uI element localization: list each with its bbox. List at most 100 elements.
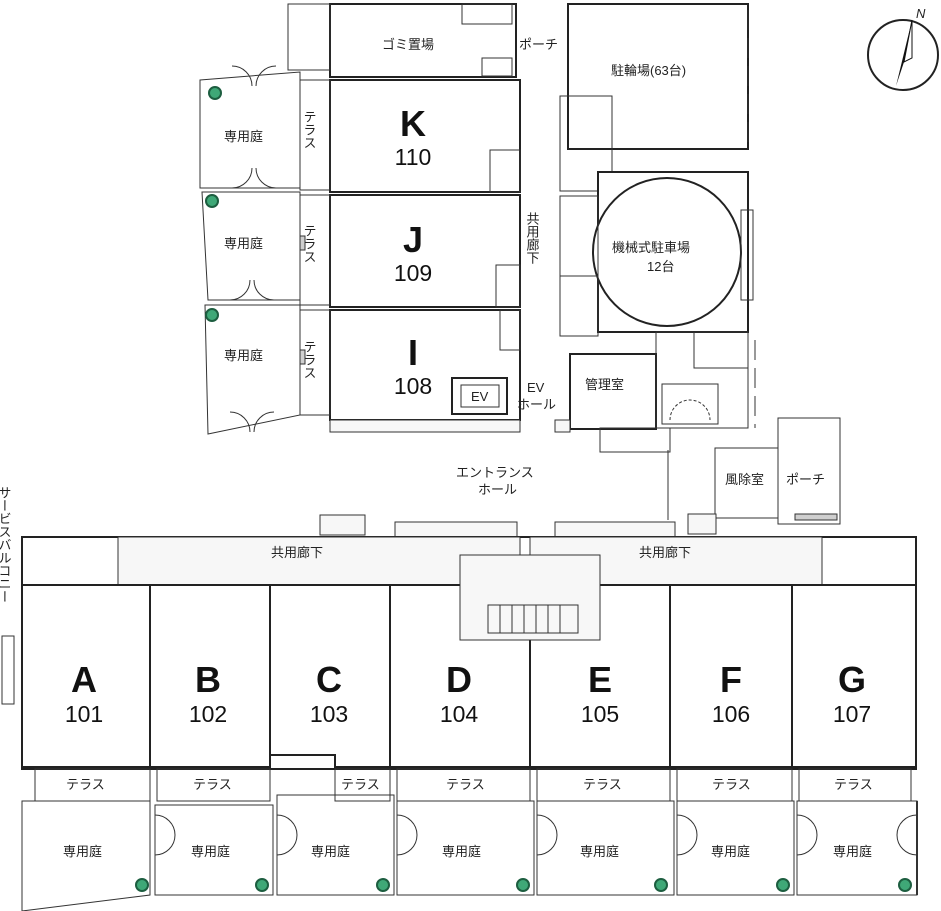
unit-i-letter: I	[408, 332, 418, 373]
garden-k	[199, 71, 301, 189]
plant-icon	[376, 878, 390, 892]
porch-right-label: ポーチ	[786, 472, 825, 487]
garden-label: 専用庭	[224, 129, 263, 144]
lower-block: 共用廊下 共用廊下	[21, 536, 918, 911]
corridor-left	[117, 536, 521, 586]
unit-f-letter: F	[720, 659, 742, 700]
elevator-label: EV	[471, 389, 489, 404]
garden-label: 専用庭	[224, 348, 263, 363]
garden-label: 専用庭	[711, 844, 750, 859]
garden-label: 専用庭	[311, 844, 350, 859]
unit-b-number: 102	[189, 701, 227, 727]
service-balcony-label: サービスバルコニー	[0, 486, 12, 603]
unit-e-number: 105	[581, 701, 619, 727]
garden-label: 専用庭	[224, 236, 263, 251]
garbage-room-label: ゴミ置場	[382, 37, 434, 52]
garden-j	[201, 191, 301, 301]
garden-d	[396, 800, 535, 896]
unit-c-letter: C	[316, 659, 342, 700]
terrace-label: テラス	[446, 777, 485, 792]
unit-b-letter: B	[195, 659, 221, 700]
plant-icon	[654, 878, 668, 892]
unit-b	[149, 584, 271, 768]
terrace-label: テラス	[583, 777, 622, 792]
garden-b	[154, 804, 274, 896]
unit-j-number: 109	[394, 260, 432, 286]
plant-icon	[205, 308, 219, 322]
unit-j-letter: J	[403, 219, 423, 260]
porch-right	[777, 417, 841, 525]
garden-label: 専用庭	[191, 844, 230, 859]
unit-k-letter: K	[400, 103, 426, 144]
compass-needle-icon	[896, 20, 912, 86]
unit-c-number: 103	[310, 701, 348, 727]
unit-d-number: 104	[440, 701, 479, 727]
unit-j	[329, 194, 521, 308]
garden-label: 専用庭	[580, 844, 619, 859]
garden-i	[204, 304, 301, 435]
bicycle-parking-label: 駐輪場(63台)	[611, 63, 686, 78]
entrance-hall-label-2: ホール	[478, 482, 517, 497]
terrace-label: テラス	[834, 777, 873, 792]
windbreak-room-label: 風除室	[725, 472, 764, 487]
garden-label: 専用庭	[833, 844, 872, 859]
terrace-label: テラス	[66, 777, 105, 792]
stairwell	[459, 554, 601, 641]
plant-icon	[516, 878, 530, 892]
compass-north-label: N	[916, 6, 926, 21]
garden-label: 専用庭	[442, 844, 481, 859]
unit-d-letter: D	[446, 659, 472, 700]
upper-garden-labels: 専用庭 専用庭 専用庭 テラス テラス テラス	[224, 110, 317, 379]
mech-parking-label-1: 機械式駐車場	[612, 240, 690, 255]
right-upper-block: ポーチ 駐輪場(63台) 機械式駐車場 12台 共用廊下 管理室 エントランス …	[319, 3, 841, 539]
unit-g	[791, 584, 917, 768]
plant-icon	[208, 86, 222, 100]
terrace-label: テラス	[712, 777, 751, 792]
compass-ring-icon	[867, 19, 939, 91]
terrace-label: テラス	[193, 777, 232, 792]
terrace-c	[334, 768, 391, 802]
garden-e	[536, 800, 675, 896]
terrace-label: テラス	[302, 110, 317, 149]
unit-f-number: 106	[712, 701, 750, 727]
management-room-label: 管理室	[585, 377, 624, 392]
garden-c	[276, 794, 395, 896]
unit-a-letter: A	[71, 659, 97, 700]
plant-icon	[898, 878, 912, 892]
unit-g-letter: G	[838, 659, 866, 700]
entrance-hall-label-1: エントランス	[456, 465, 534, 480]
unit-k-number: 110	[395, 144, 432, 170]
management-room	[569, 353, 657, 430]
unit-g-number: 107	[833, 701, 871, 727]
garden-f	[676, 800, 795, 896]
plant-icon	[135, 878, 149, 892]
unit-f	[669, 584, 793, 768]
garden-a	[21, 800, 151, 911]
lower-unit-labels: A 101 B 102 C 103 D 104 E 105 F 106 G 10…	[65, 659, 871, 727]
plant-icon	[205, 194, 219, 208]
terrace-label: テラス	[302, 340, 317, 379]
compass: N	[867, 6, 939, 91]
plant-icon	[255, 878, 269, 892]
upper-unit-labels: K 110 J 109 I 108	[394, 103, 432, 399]
corridor-left-label: 共用廊下	[271, 545, 323, 560]
corridor-right-label: 共用廊下	[639, 545, 691, 560]
porch-top-label: ポーチ	[519, 37, 558, 52]
common-corridor-vertical-label: 共用廊下	[525, 212, 540, 264]
upper-block: ゴミ置場 EV EV ホール	[199, 3, 556, 435]
garden-label: 専用庭	[63, 844, 102, 859]
bicycle-parking	[567, 3, 749, 150]
plant-icon	[776, 878, 790, 892]
ev-hall-label-1: EV	[527, 380, 545, 395]
unit-i-number: 108	[394, 373, 432, 399]
terrace-label: テラス	[302, 224, 317, 263]
terrace-label: テラス	[341, 777, 380, 792]
mech-parking-label-2: 12台	[647, 259, 674, 274]
lower-space-labels: テラス テラス テラス テラス テラス テラス テラス 専用庭 専用庭 専用庭 …	[63, 777, 873, 859]
terrace-b	[156, 768, 271, 802]
unit-e-letter: E	[588, 659, 612, 700]
ev-hall-label-2: ホール	[517, 397, 556, 412]
unit-a-number: 101	[65, 701, 103, 727]
garbage-room	[329, 3, 517, 78]
